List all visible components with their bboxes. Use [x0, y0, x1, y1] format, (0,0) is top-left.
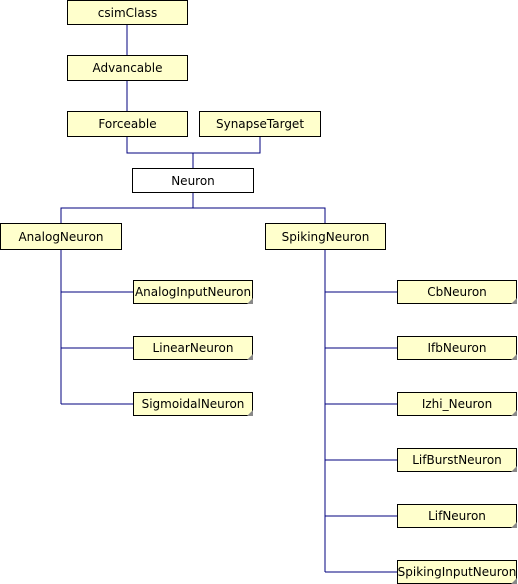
node-label: SynapseTarget [215, 117, 305, 131]
collapsed-node-marker [511, 522, 517, 528]
class-node-lifneuron[interactable]: LifNeuron [397, 504, 517, 528]
collapsed-node-marker [247, 298, 253, 304]
class-node-linearneuron[interactable]: LinearNeuron [133, 336, 253, 360]
node-label: SigmoidalNeuron [141, 397, 245, 411]
collapsed-node-marker [247, 410, 253, 416]
node-label: LifNeuron [428, 509, 486, 523]
class-node-izhi-neuron[interactable]: Izhi_Neuron [397, 392, 517, 416]
class-node-ifbneuron[interactable]: IfbNeuron [397, 336, 517, 360]
node-label: AnalogNeuron [18, 229, 104, 244]
class-node-neuron: Neuron [132, 168, 254, 193]
collapsed-node-marker [511, 410, 517, 416]
class-node-analogneuron[interactable]: AnalogNeuron [0, 223, 122, 250]
class-node-csimclass[interactable]: csimClass [67, 0, 188, 25]
collapsed-node-marker [511, 466, 517, 472]
collapsed-node-marker [511, 298, 517, 304]
collapsed-node-marker [511, 354, 517, 360]
node-label: Neuron [171, 173, 215, 188]
class-node-spikingneuron[interactable]: SpikingNeuron [265, 223, 386, 250]
node-label: AnalogInputNeuron [134, 285, 252, 299]
class-node-analoginputneuron[interactable]: AnalogInputNeuron [133, 280, 253, 304]
node-label: LinearNeuron [152, 341, 234, 355]
node-label: LifBurstNeuron [412, 453, 502, 467]
class-node-spikinginputneuron[interactable]: SpikingInputNeuron [397, 560, 517, 584]
node-label: CbNeuron [427, 285, 487, 299]
class-node-synapsetarget[interactable]: SynapseTarget [199, 111, 321, 137]
node-label: Advancable [92, 61, 163, 75]
class-node-lifburstneuron[interactable]: LifBurstNeuron [397, 448, 517, 472]
class-node-advancable[interactable]: Advancable [67, 55, 188, 81]
node-label: SpikingNeuron [281, 229, 370, 244]
node-label: csimClass [97, 5, 158, 20]
class-node-sigmoidalneuron[interactable]: SigmoidalNeuron [133, 392, 253, 416]
collapsed-node-marker [511, 578, 517, 584]
class-node-cbneuron[interactable]: CbNeuron [397, 280, 517, 304]
node-label: SpikingInputNeuron [397, 565, 517, 579]
node-label: Forceable [98, 117, 157, 131]
collapsed-node-marker [247, 354, 253, 360]
class-node-forceable[interactable]: Forceable [67, 111, 188, 137]
node-label: IfbNeuron [427, 341, 487, 355]
node-label: Izhi_Neuron [421, 397, 493, 411]
